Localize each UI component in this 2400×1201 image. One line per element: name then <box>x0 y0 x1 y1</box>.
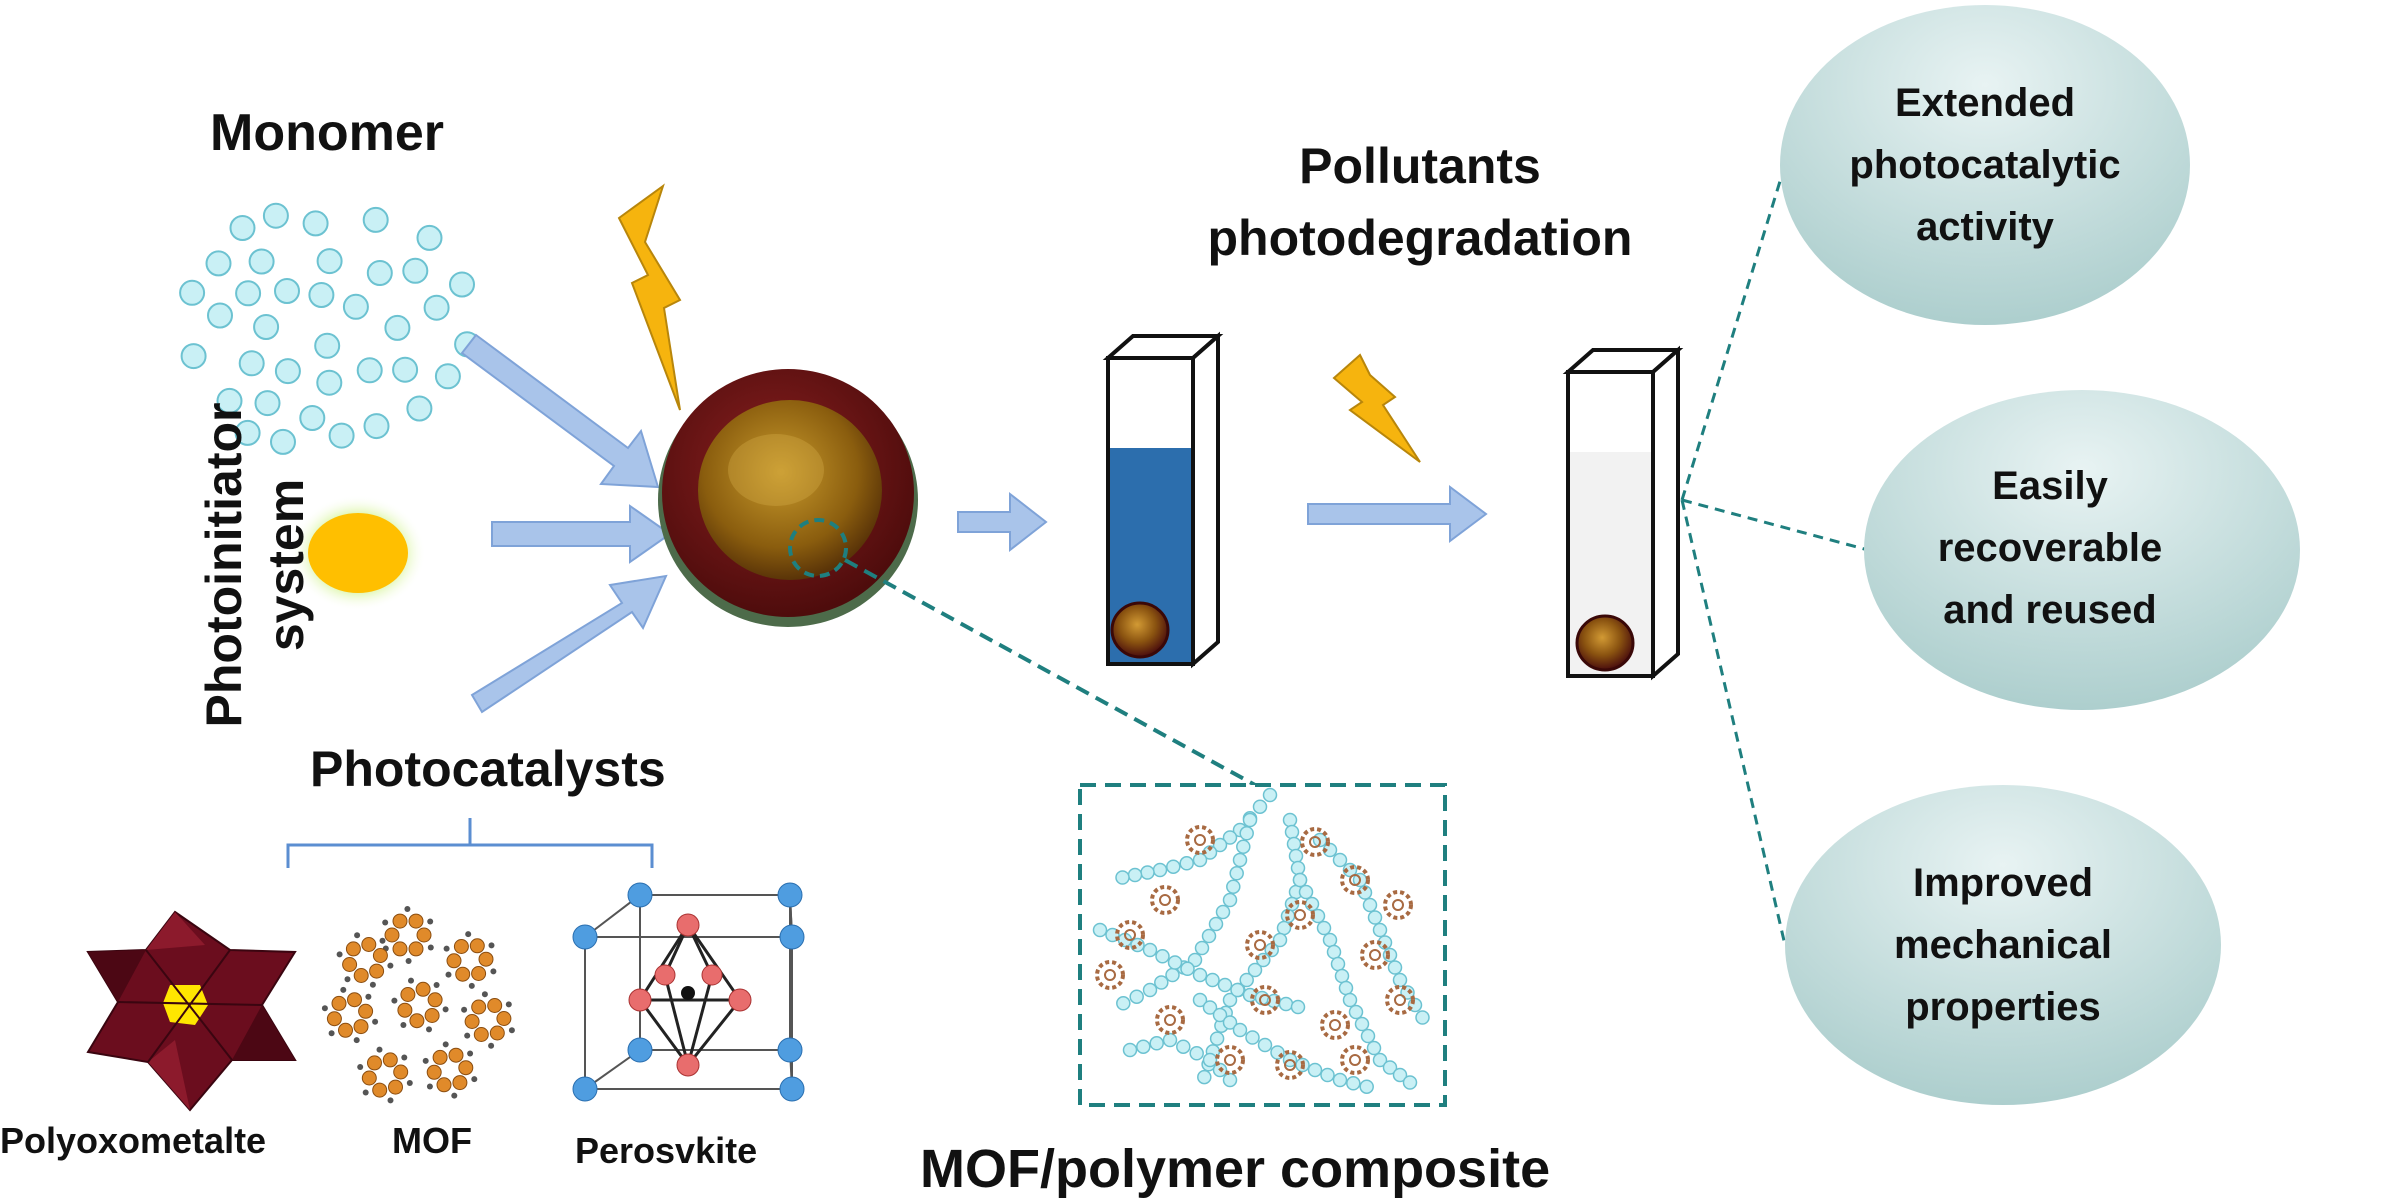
zoom-connector-line <box>844 558 1256 787</box>
arrow-initiator-to-bead <box>491 504 672 564</box>
arrow-photocatalyst-to-bead <box>470 574 668 714</box>
benefit-ellipses <box>1780 5 2300 1105</box>
perovskite-icon <box>572 882 805 1102</box>
zoom-marker-circle <box>788 518 848 578</box>
mof-icon <box>321 906 515 1104</box>
arrow-cuvette-to-cuvette <box>1307 485 1488 543</box>
benefit-line: Improved <box>1912 861 2094 905</box>
benefit-line: and reused <box>1943 588 2157 632</box>
benefit-line: Extended <box>1894 81 2076 125</box>
benefit-recoverable-reused: Easily recoverable and reused <box>1885 455 2215 641</box>
benefit-line: Easily <box>1992 464 2108 508</box>
arrow-bead-to-cuvette <box>957 491 1048 553</box>
benefit-line: activity <box>1916 205 2054 249</box>
pollutants-label: Pollutants photodegradation <box>1150 130 1690 274</box>
benefit-line: recoverable <box>1937 526 2163 570</box>
composite-label: MOF/polymer composite <box>920 1139 1551 1199</box>
cuvette-icon <box>1102 331 1224 669</box>
polyoxometalate-label: Polyoxometalte <box>0 1120 267 1161</box>
lightning-icon <box>617 183 682 411</box>
monomer-label: Monomer <box>210 104 444 162</box>
photocatalysts-label: Photocatalysts <box>310 741 666 797</box>
bead-icon <box>658 369 918 627</box>
photoinitiator-icon <box>290 495 426 611</box>
benefit-line: mechanical <box>1894 923 2112 967</box>
benefit-line: properties <box>1905 985 2101 1029</box>
benefit-mechanical-properties: Improved mechanical properties <box>1838 852 2168 1038</box>
pollutants-line2: photodegradation <box>1207 210 1633 266</box>
mof-label: MOF <box>392 1120 472 1161</box>
benefit-extended-activity: Extended photocatalytic activity <box>1820 72 2150 258</box>
arrow-monomer-to-bead <box>460 333 660 489</box>
lightning-icon <box>1332 353 1421 463</box>
benefit-line: photocatalytic <box>1849 143 2121 187</box>
photoinitiator-line2: system <box>258 478 314 652</box>
photoinitiator-line1: Photoinitiator <box>196 402 252 728</box>
monomer-icon <box>179 202 481 455</box>
cuvette-icon <box>1562 345 1684 681</box>
composite-icon <box>1092 787 1430 1094</box>
benefit-connectors <box>1680 164 1869 946</box>
polyoxometalate-icon <box>86 910 297 1112</box>
perovskite-label: Perosvkite <box>575 1130 758 1171</box>
pollutants-line1: Pollutants <box>1299 138 1541 194</box>
photocatalysts-bracket <box>286 818 654 868</box>
